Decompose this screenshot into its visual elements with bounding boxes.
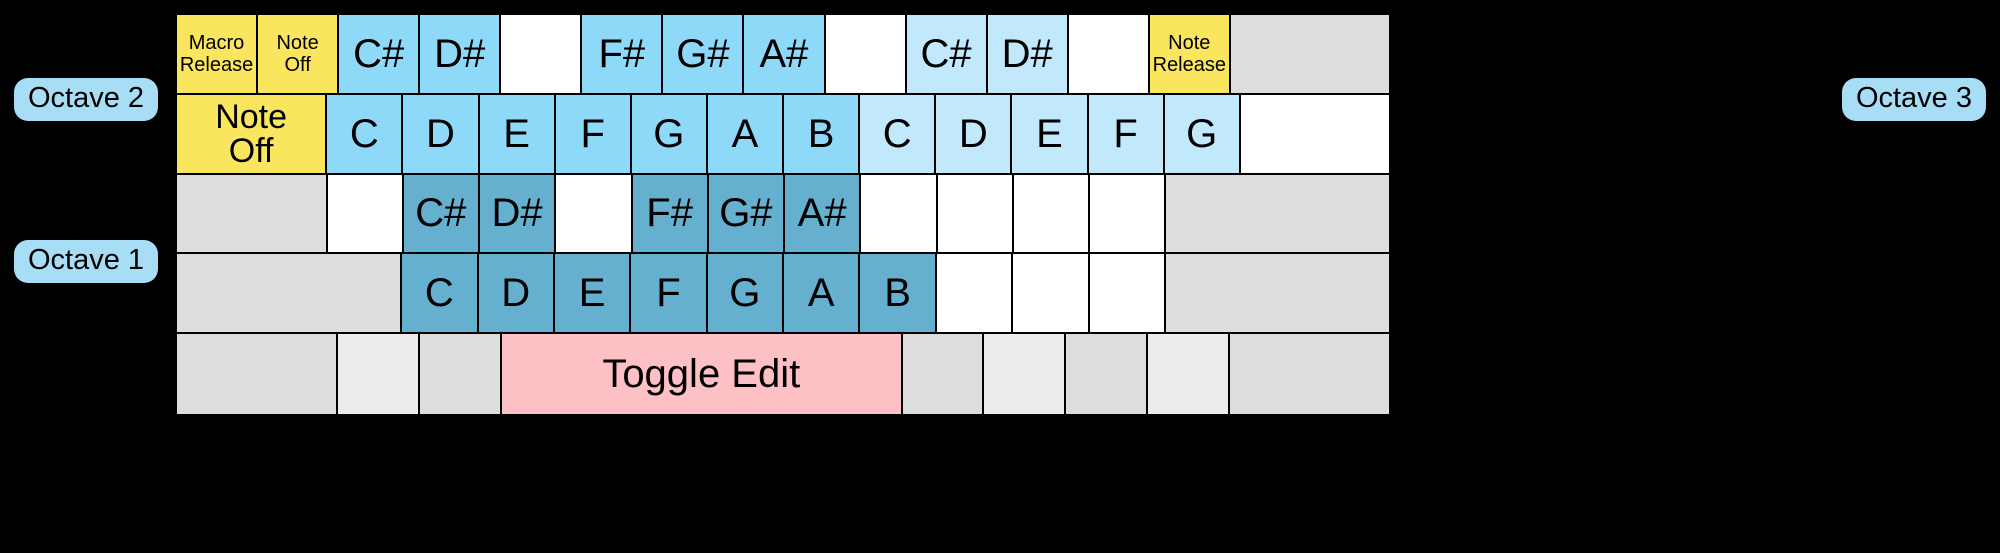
key-cell-empty	[1090, 174, 1167, 255]
key-cell-c[interactable]: C	[402, 254, 479, 335]
key-cell-empty	[936, 254, 1014, 335]
key-cell-empty	[1230, 15, 1389, 95]
key-cell-empty	[1089, 254, 1166, 335]
key-cell-a[interactable]: A	[707, 94, 784, 175]
key-cell-e[interactable]: E	[479, 94, 556, 175]
key-cell-toggle-edit[interactable]: Toggle Edit	[501, 334, 903, 414]
key-cell-empty	[861, 174, 938, 255]
key-cell-d[interactable]: D#	[420, 15, 502, 95]
key-cell-empty	[177, 254, 403, 335]
key-cell-empty	[984, 334, 1067, 414]
key-cell-empty	[420, 334, 502, 414]
key-cell-empty	[1013, 254, 1090, 335]
key-cell-empty	[902, 334, 985, 414]
key-cell-f[interactable]: F	[555, 94, 632, 175]
key-cell-empty	[1066, 334, 1148, 414]
key-cell-c[interactable]: C#	[339, 15, 421, 95]
key-cell-empty	[1068, 15, 1150, 95]
key-cell-empty	[1229, 334, 1390, 414]
key-cell-f[interactable]: F#	[582, 15, 664, 95]
octave-label-right-top: Octave 3	[1841, 78, 1986, 121]
key-cell-d[interactable]: D#	[480, 174, 557, 255]
key-cell-empty	[937, 174, 1014, 255]
key-cell-c[interactable]: C	[860, 94, 937, 175]
key-cell-g[interactable]: G	[631, 94, 708, 175]
key-cell-empty	[825, 15, 907, 95]
key-cell-empty	[1166, 174, 1389, 255]
key-cell-empty	[338, 334, 421, 414]
key-cell-c[interactable]: C#	[403, 174, 480, 255]
key-cell-b[interactable]: B	[860, 254, 937, 335]
key-cell-e[interactable]: E	[1012, 94, 1089, 175]
key-cell-b[interactable]: B	[784, 94, 861, 175]
key-cell-d[interactable]: D	[403, 94, 480, 175]
key-cell-empty	[1165, 254, 1389, 335]
key-cell-d[interactable]: D	[478, 254, 555, 335]
key-cell-e[interactable]: E	[554, 254, 632, 335]
key-cell-empty	[556, 174, 633, 255]
key-cell-d[interactable]: D#	[987, 15, 1069, 95]
key-cell-empty	[177, 174, 328, 255]
key-cell-c[interactable]: C	[327, 94, 404, 175]
key-cell-f[interactable]: F	[1088, 94, 1165, 175]
key-cell-g[interactable]: G	[707, 254, 784, 335]
key-cell-a[interactable]: A	[784, 254, 861, 335]
octave-label-left-bottom: Octave 1	[14, 240, 159, 283]
octave-label-left-top: Octave 2	[14, 78, 159, 121]
key-cell-empty	[1013, 174, 1090, 255]
modifier-row: Toggle Edit	[177, 334, 1390, 414]
key-cell-empty	[1240, 94, 1389, 175]
key-cell-empty	[177, 334, 339, 414]
key-cell-g[interactable]: G#	[663, 15, 745, 95]
key-cell-g[interactable]: G#	[708, 174, 785, 255]
key-cell-f[interactable]: F#	[632, 174, 709, 255]
octave1-sharps-row: C#D# F#G#A#	[177, 174, 1389, 255]
key-cell-g[interactable]: G	[1164, 94, 1241, 175]
key-cell-empty	[501, 15, 583, 95]
key-cell-d[interactable]: D	[936, 94, 1013, 175]
key-cell-a[interactable]: A#	[744, 15, 826, 95]
key-cell-empty	[1147, 334, 1230, 414]
key-cell-a[interactable]: A#	[785, 174, 862, 255]
key-cell-f[interactable]: F	[631, 254, 708, 335]
key-cell-empty	[327, 174, 404, 255]
key-cell-c[interactable]: C#	[906, 15, 988, 95]
